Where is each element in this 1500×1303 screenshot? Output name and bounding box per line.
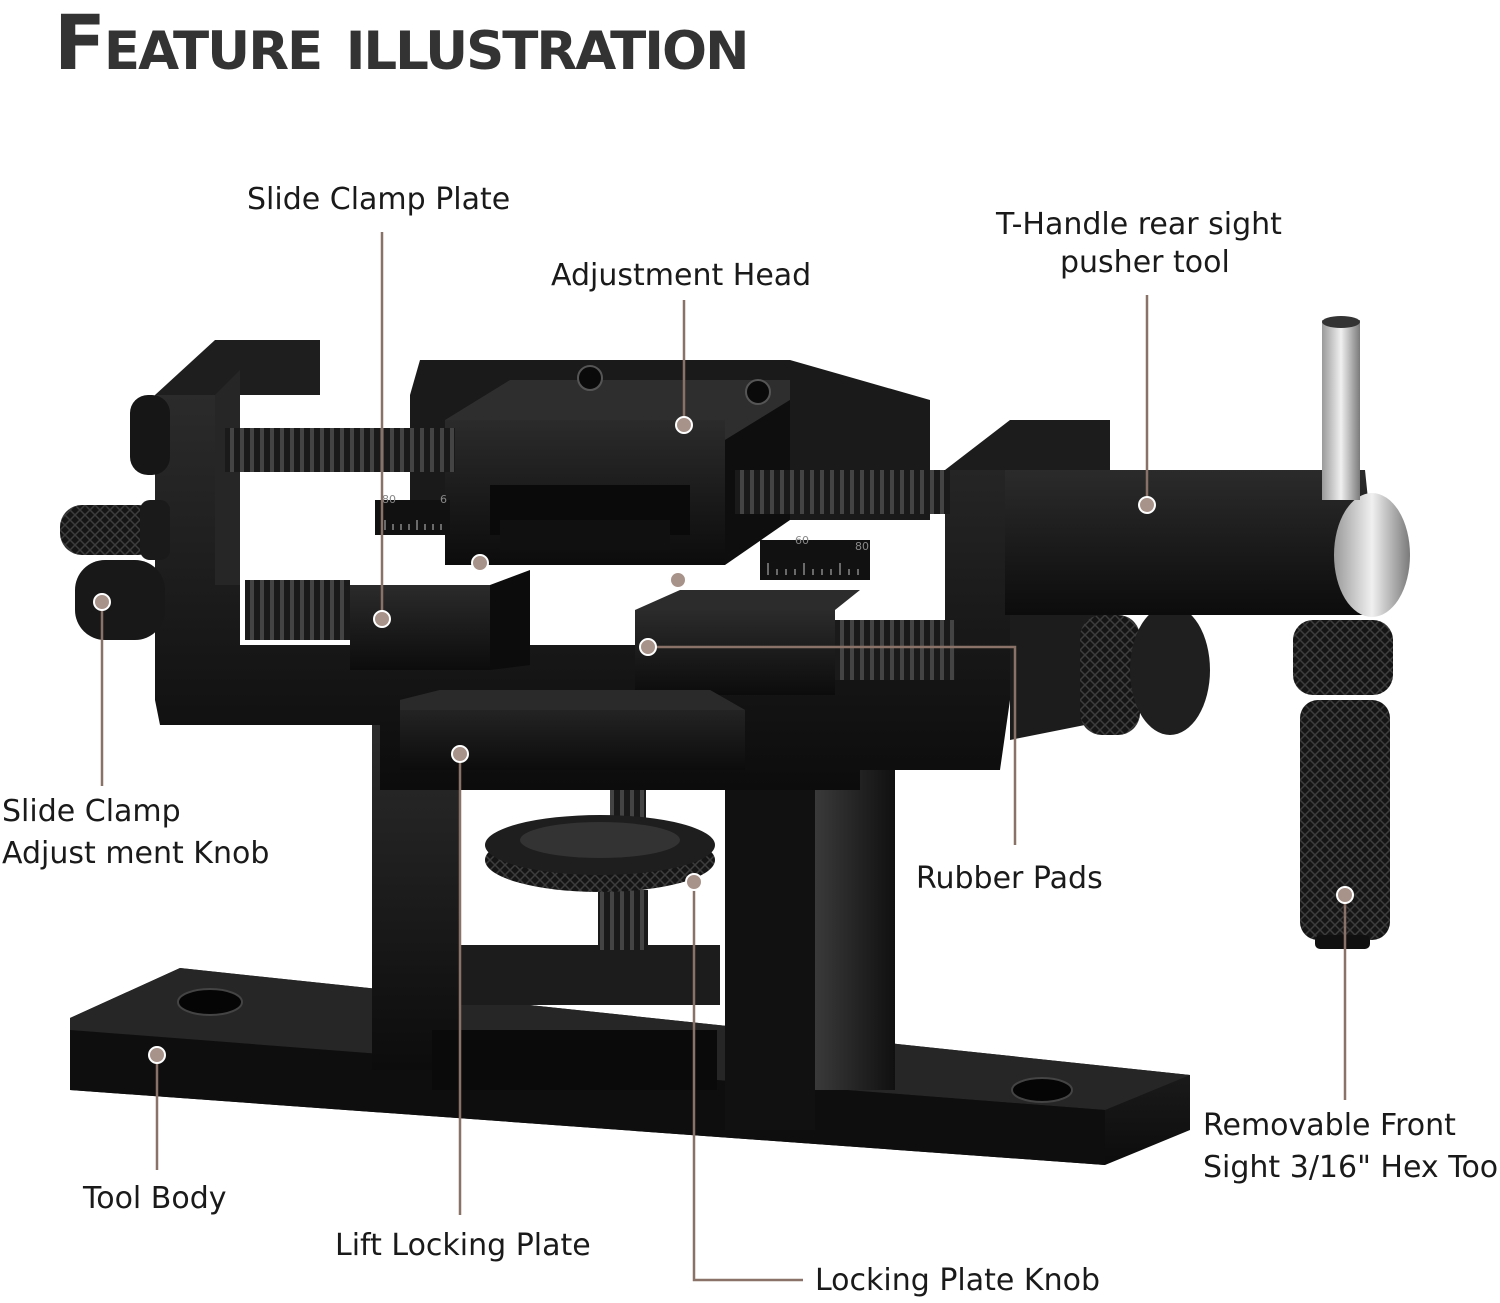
threaded-rod-right [735, 470, 950, 514]
dot-rod-left [471, 554, 489, 572]
scale-right-label-0: 60 [795, 534, 809, 547]
column [372, 725, 895, 1130]
scale-right: 60 80 [760, 534, 870, 580]
dot-tool-body [148, 1046, 166, 1064]
lift-locking-plate [400, 690, 745, 770]
dot-t-handle [1138, 496, 1156, 514]
leader-locking-plate-knob [692, 882, 803, 1282]
t-handle [1005, 316, 1410, 617]
label-knob-line1: Slide Clamp [2, 794, 181, 829]
dot-lift-locking-plate [451, 745, 469, 763]
dot-rubber-pads [639, 638, 657, 656]
label-adjustment-head: Adjustment Head [551, 258, 812, 293]
scale-center [500, 520, 670, 550]
label-knob-line2: Adjust ment Knob [2, 836, 270, 871]
dot-adjustment-head [675, 416, 693, 434]
label-removable-line1: Removable Front [1203, 1108, 1456, 1143]
scale-left-label-0: 80 [382, 493, 396, 506]
label-t-handle-line2: pusher tool [1060, 245, 1230, 280]
label-t-handle-line1: T-Handle rear sight [996, 207, 1282, 242]
leader-dots [93, 416, 1354, 1064]
dot-rod-right [669, 571, 687, 589]
label-locking-plate-knob: Locking Plate Knob [815, 1263, 1100, 1298]
threaded-rod-left [225, 428, 455, 472]
label-tool-body: Tool Body [83, 1181, 227, 1216]
scale-right-label-1: 80 [855, 540, 869, 553]
leader-lines [100, 232, 1347, 1282]
slide-clamp-knobs [60, 395, 1210, 735]
dot-removable [1336, 886, 1354, 904]
scale-left-label-1: 6 [440, 493, 447, 506]
lift-screw [485, 782, 715, 950]
dot-knob [93, 593, 111, 611]
label-slide-clamp-plate: Slide Clamp Plate [247, 182, 511, 217]
scale-left: 80 6 [375, 493, 450, 535]
label-removable-line2: Sight 3/16" Hex Tool [1203, 1150, 1500, 1185]
dot-slide-clamp-plate [373, 610, 391, 628]
slide-clamp-plates [245, 570, 955, 695]
label-lift-locking-plate: Lift Locking Plate [335, 1228, 591, 1263]
dot-locking-plate-knob [685, 873, 703, 891]
hex-tool [1293, 620, 1393, 949]
leader-rubber-pads [648, 645, 1017, 845]
page-title: Feature illustration [54, 0, 749, 87]
label-rubber-pads: Rubber Pads [916, 861, 1103, 896]
